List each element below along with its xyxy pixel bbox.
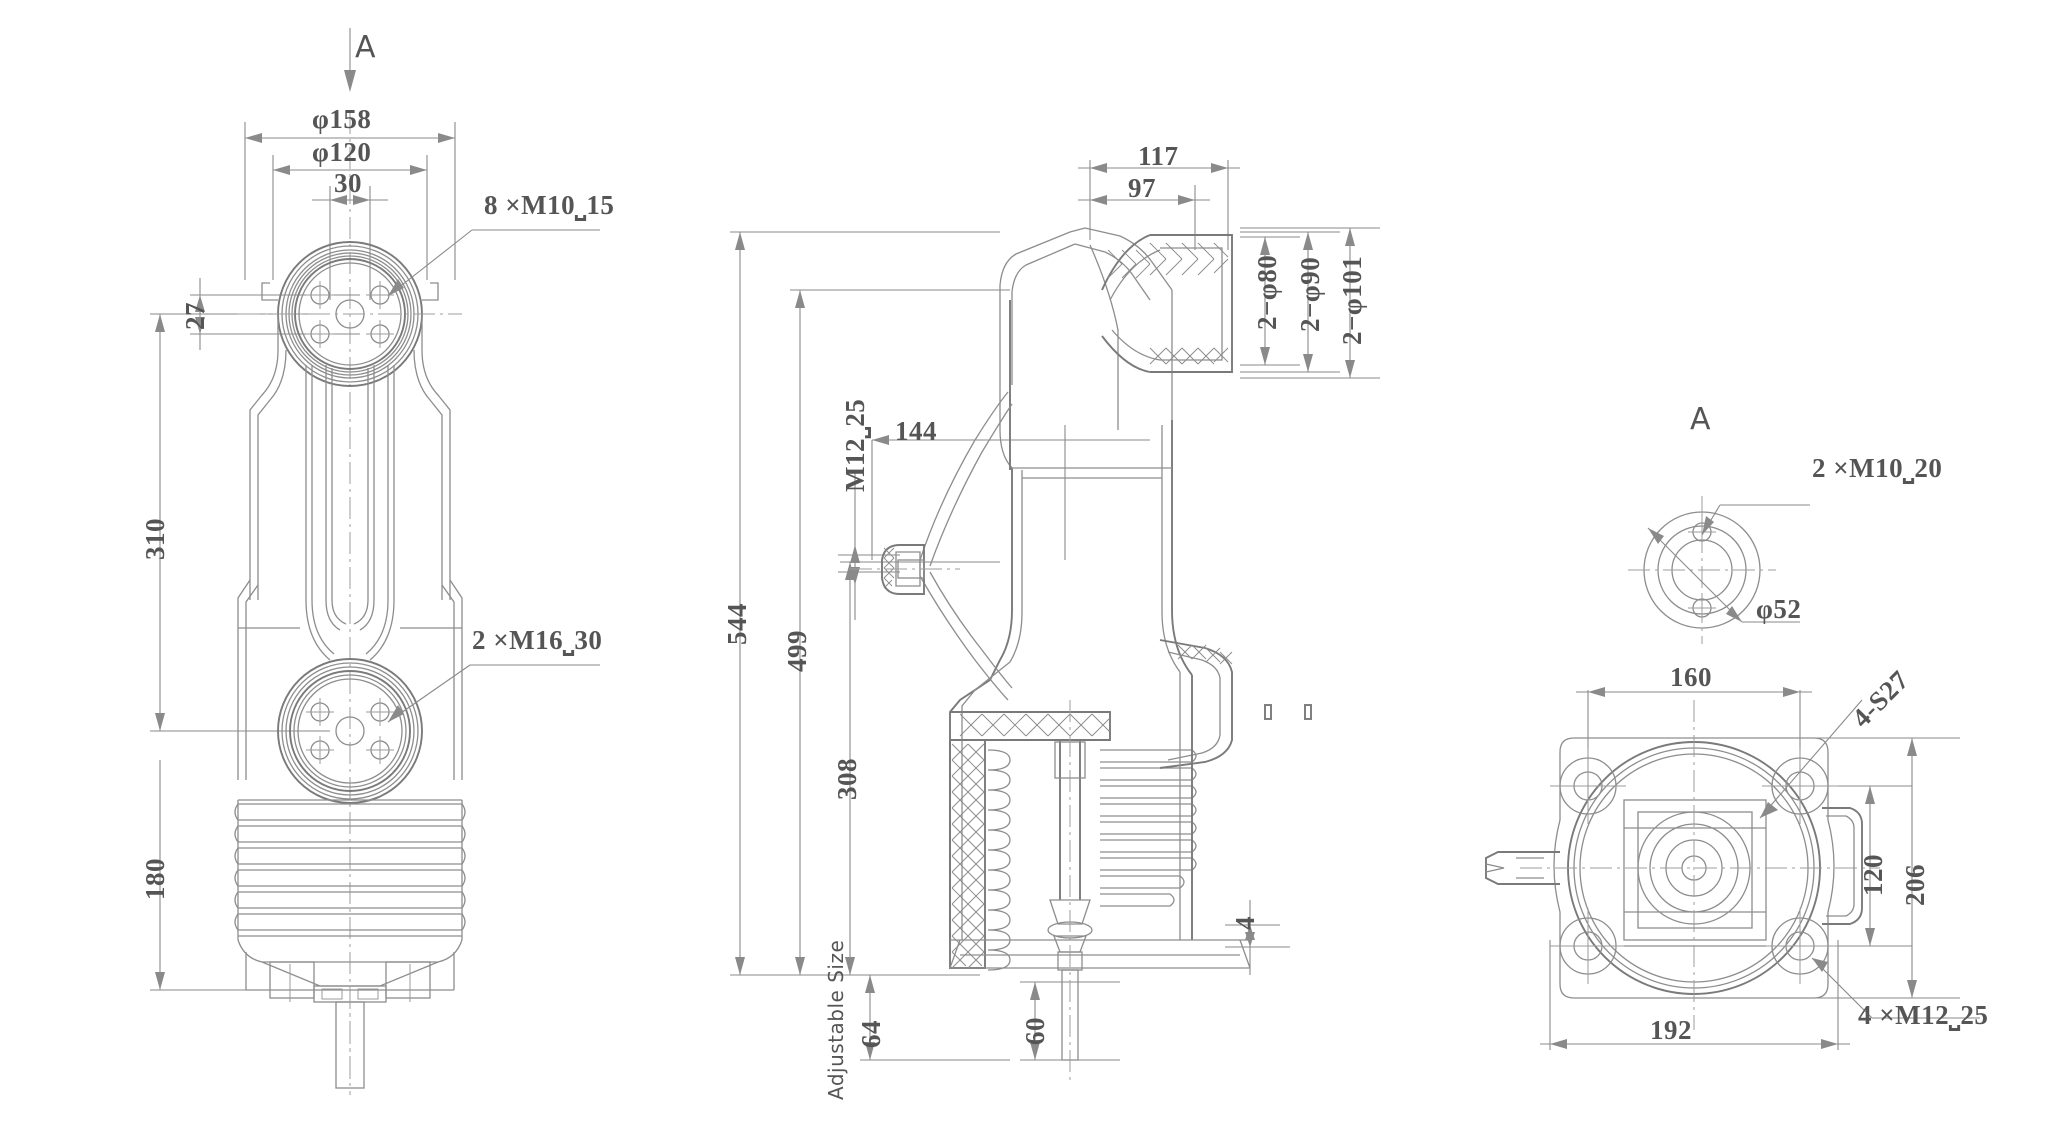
dim-2-phi80: 2−φ80 [1252,254,1282,330]
label-m12-depth: M12⎵25 [840,398,870,492]
label-adjustable-size: Adjustable Size [824,939,848,1100]
dim-192: 192 [1650,1015,1692,1045]
bottom-plan-geometry [1485,687,1980,1050]
dim-120: 120 [1858,854,1888,896]
dim-64: 64 [856,1020,886,1048]
dim-310: 310 [140,518,170,560]
leader-phi52: φ52 [1756,594,1802,624]
dim-499: 499 [782,630,812,672]
dim-160: 160 [1670,662,1712,692]
lower-suction-section [949,700,1197,1080]
dim-27: 27 [180,302,210,330]
dim-308: 308 [832,758,862,800]
lower-right-fins [1100,749,1197,907]
dim-2-phi101: 2−φ101 [1337,255,1367,345]
detail-a-title: A [1690,402,1712,437]
leader-2xm16: 2 ×M16⎵30 [472,625,603,655]
dim-180: 180 [140,858,170,900]
dim-206: 206 [1900,864,1930,906]
leader-2xm10: 2 ×M10⎵20 [1812,453,1943,483]
dim-117: 117 [1138,141,1179,171]
dim-4: 4 [1230,916,1260,930]
detail-a-geometry [1628,496,1810,644]
discharge-flange [1101,234,1233,373]
leader-4xm12: 4 ×M12⎵25 [1858,1000,1989,1030]
lower-flange-rings [277,658,423,804]
section-arrow-label-a: A [355,30,377,65]
dim-phi158: φ158 [312,104,372,134]
lower-outlet [1159,639,1233,940]
section-view-geometry [730,160,1380,1080]
front-elevation-geometry [150,28,600,1095]
spring-coils [987,749,1011,971]
dim-60: 60 [1020,1017,1050,1045]
dim-544: 544 [722,603,752,645]
dim-30: 30 [334,168,362,198]
dim-144: 144 [895,416,937,446]
leader-8xm10: 8 ×M10⎵15 [484,190,615,220]
dim-97: 97 [1128,173,1156,203]
cooling-fins [234,799,466,940]
m12-boss [850,544,960,595]
dim-phi120: φ120 [312,137,372,167]
dim-2-phi90: 2−φ90 [1295,256,1325,332]
small-section-marks [1264,704,1312,720]
